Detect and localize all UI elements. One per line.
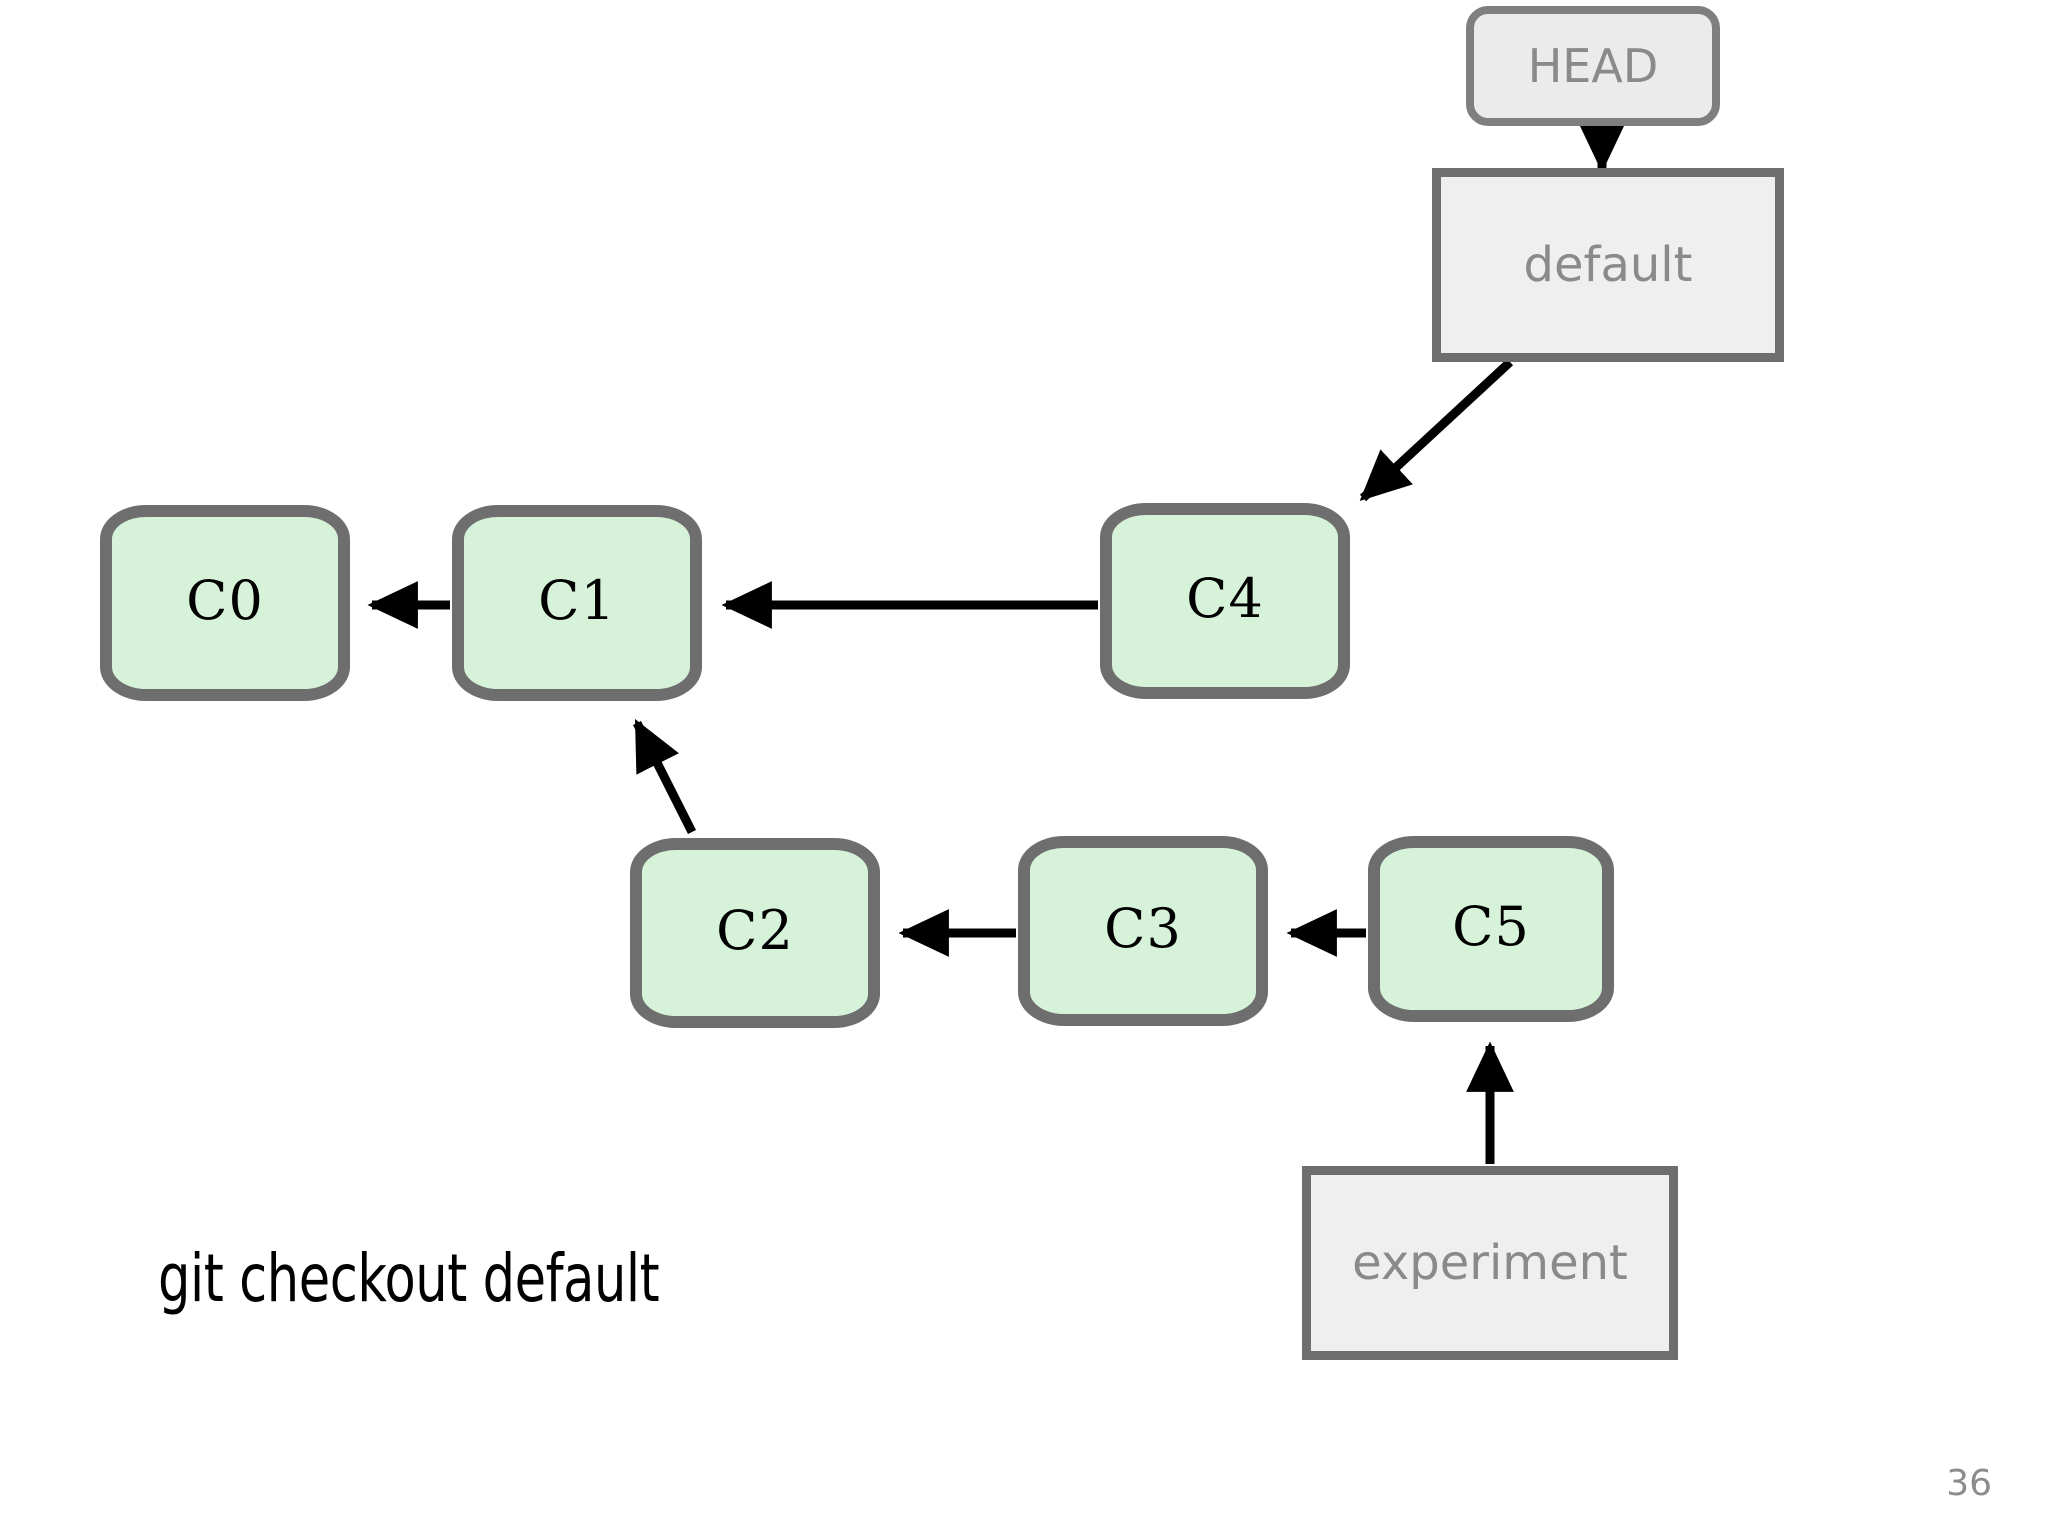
branch-box-default[interactable]: default [1432, 168, 1784, 362]
commit-label: C4 [1186, 567, 1264, 630]
commit-node-c3[interactable]: C3 [1016, 836, 1270, 1026]
commit-label: C5 [1452, 895, 1530, 958]
head-pointer-box[interactable]: HEAD [1466, 6, 1720, 126]
command-caption: git checkout default [158, 1240, 660, 1317]
slide-number: 36 [1946, 1463, 1992, 1504]
commit-node-c2[interactable]: C2 [628, 838, 882, 1028]
edge-c2-to-c1 [632, 718, 697, 835]
head-label: HEAD [1527, 39, 1659, 93]
branch-label-default: default [1523, 237, 1693, 293]
commit-label: C0 [186, 569, 264, 632]
branch-box-experiment[interactable]: experiment [1302, 1166, 1678, 1360]
commit-node-c1[interactable]: C1 [450, 505, 704, 701]
commit-node-c4[interactable]: C4 [1098, 503, 1352, 699]
branch-label-experiment: experiment [1352, 1235, 1628, 1291]
commit-node-c0[interactable]: C0 [98, 505, 352, 701]
commit-label: C1 [538, 569, 616, 632]
edge-default-to-c4 [1359, 358, 1514, 502]
commit-node-c5[interactable]: C5 [1366, 836, 1616, 1022]
commit-label: C2 [716, 899, 794, 962]
commit-label: C3 [1104, 897, 1182, 960]
